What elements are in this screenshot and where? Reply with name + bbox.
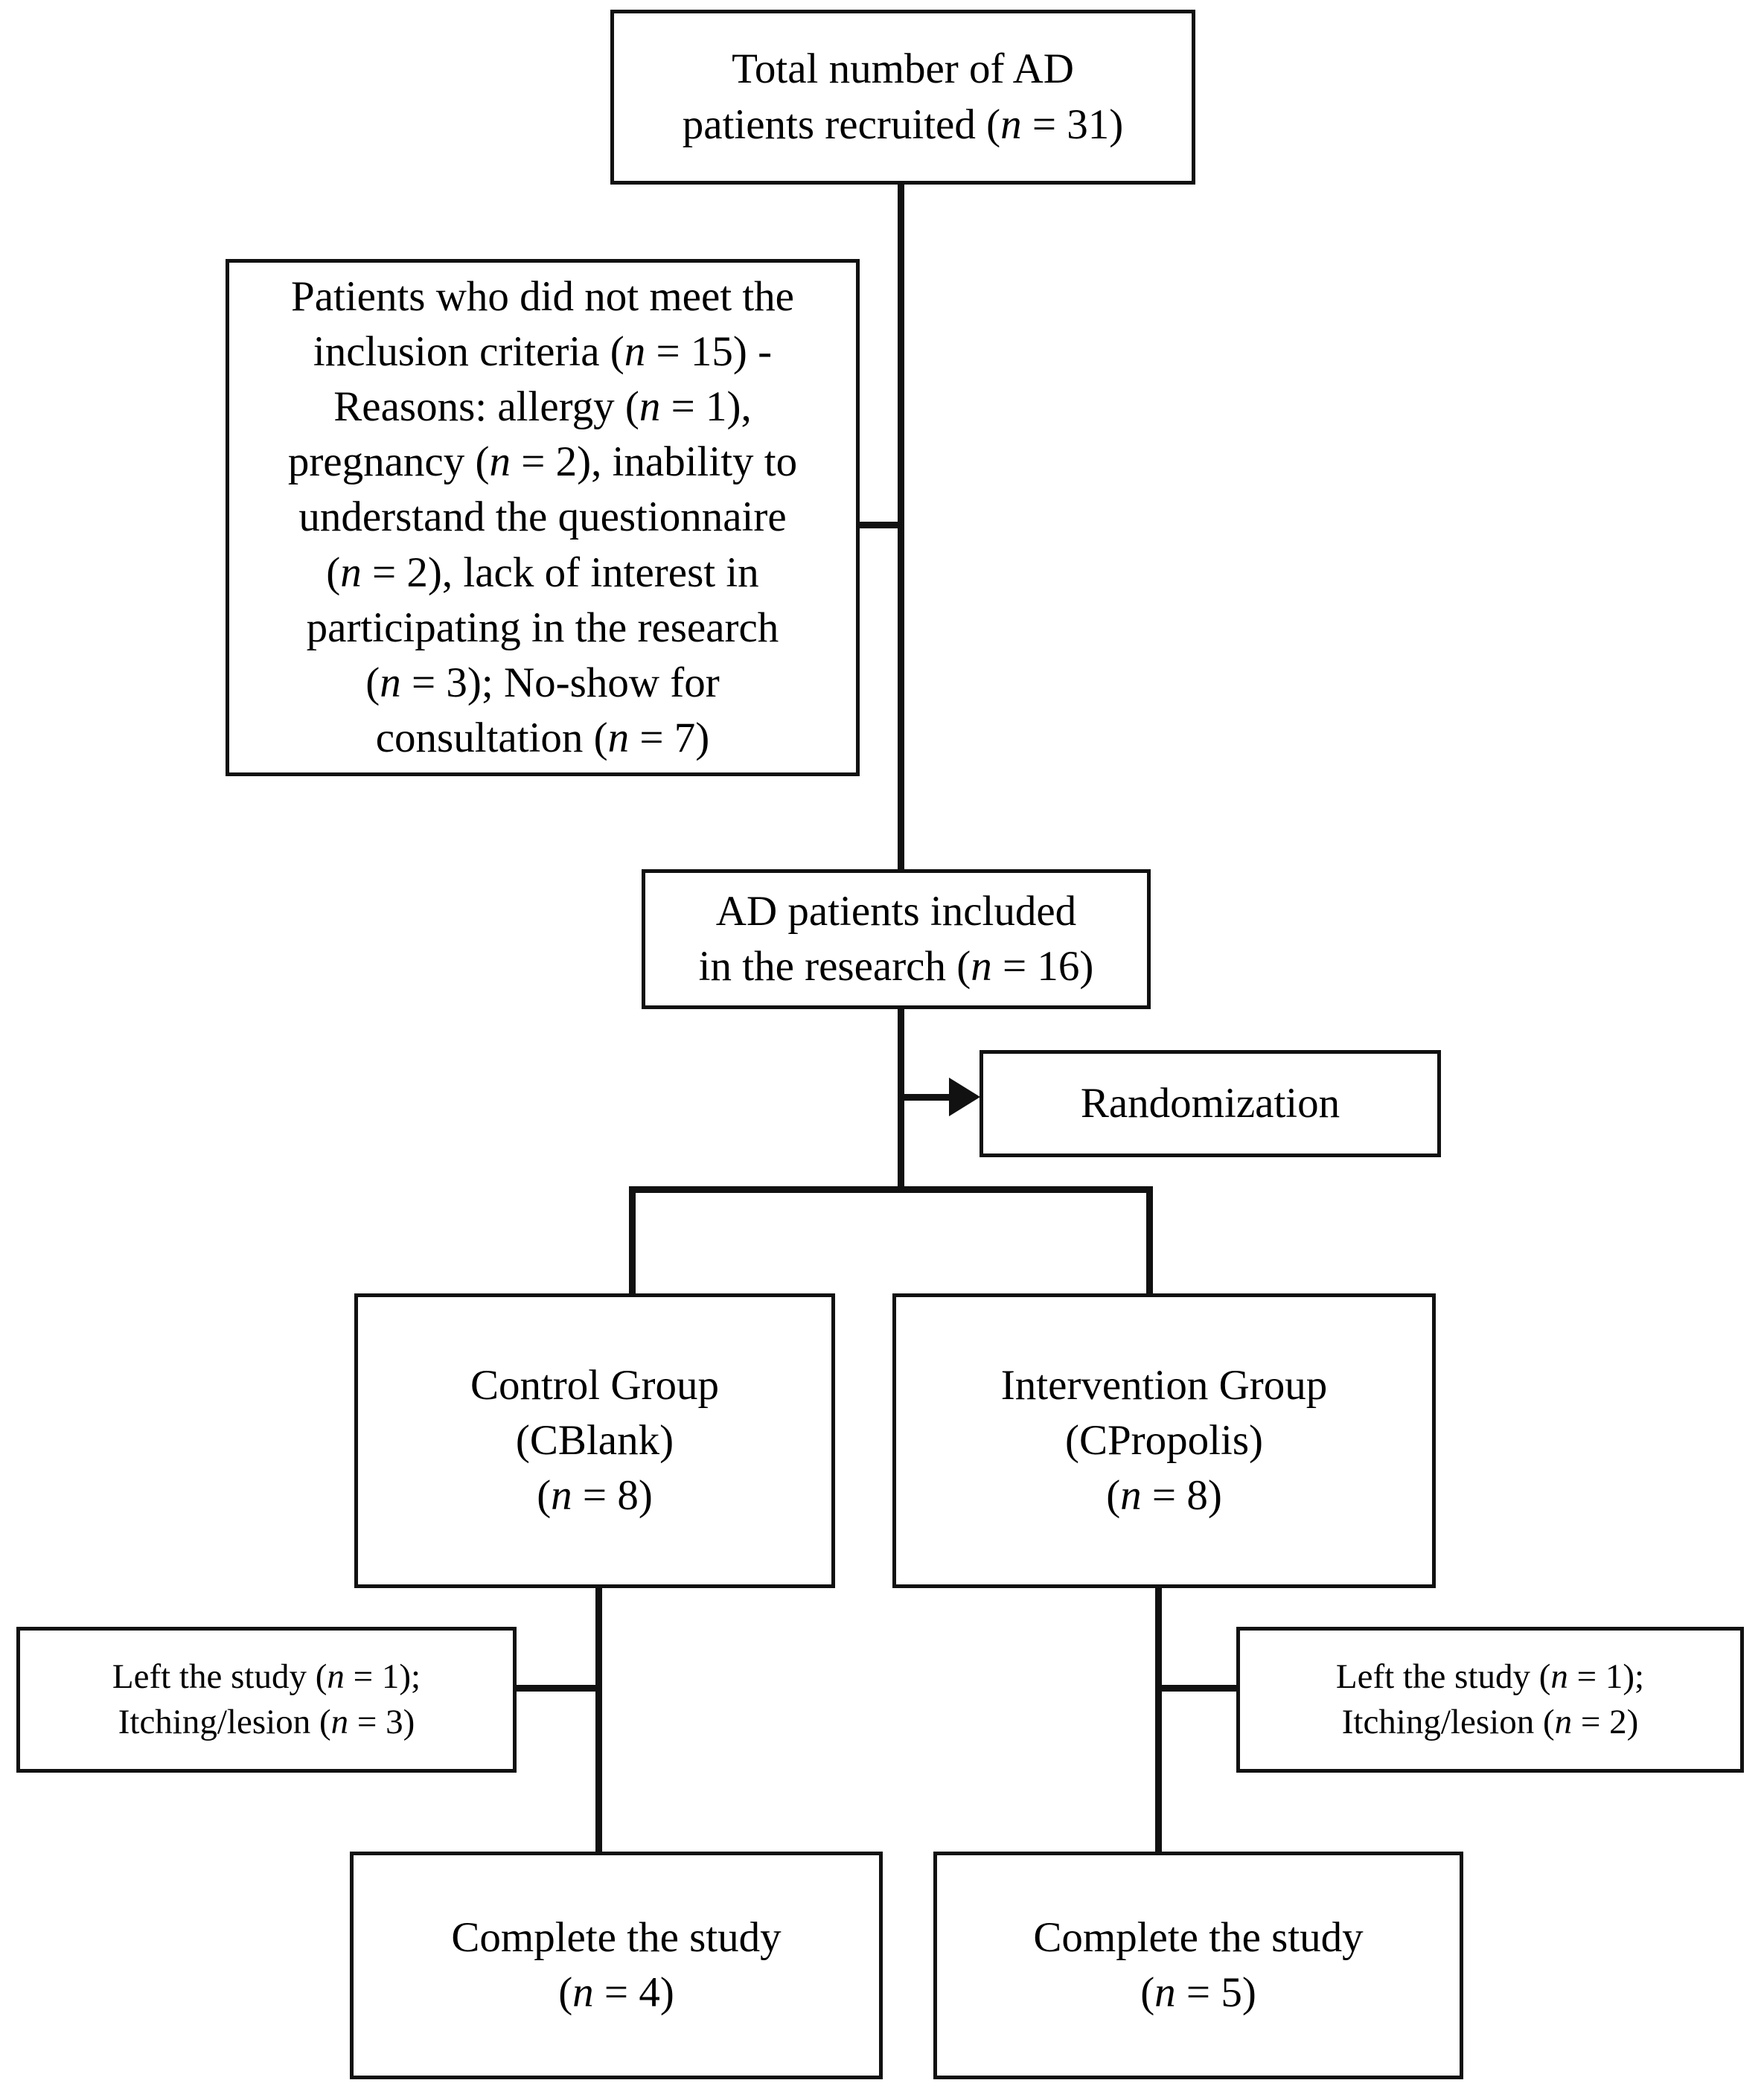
included-line-2: in the research (n = 16) <box>698 943 1094 990</box>
excluded-line-9: consultation (n = 7) <box>375 714 710 761</box>
control-group-line-2: (CBlank) <box>515 1416 674 1464</box>
connector-control-to-complete <box>595 1585 602 1855</box>
excluded-line-2: inclusion criteria (n = 15) - <box>313 328 773 376</box>
node-patients-included[interactable]: AD patients included in the research (n … <box>642 869 1151 1009</box>
included-line-1: AD patients included <box>715 887 1077 935</box>
connector-intervention-to-complete <box>1155 1585 1162 1855</box>
randomization-label: Randomization <box>1080 1079 1340 1127</box>
control-group-line-1: Control Group <box>470 1361 720 1409</box>
control-completed-line-2: (n = 4) <box>558 1969 674 2016</box>
excluded-line-8: (n = 3); No-show for <box>365 659 720 706</box>
excluded-line-7: participating in the research <box>306 604 779 651</box>
node-control-completed[interactable]: Complete the study (n = 4) <box>350 1852 883 2079</box>
intervention-group-line-1: Intervention Group <box>1000 1361 1328 1409</box>
connector-split-to-intervention <box>1146 1186 1153 1298</box>
connector-control-dropout-stub <box>514 1685 601 1692</box>
intervention-completed-line-2: (n = 5) <box>1140 1969 1256 2016</box>
intervention-dropouts-line-2: Itching/lesion (n = 2) <box>1341 1703 1639 1741</box>
total-recruited-line-1: Total number of AD <box>732 45 1074 93</box>
control-completed-line-1: Complete the study <box>451 1913 782 1961</box>
total-recruited-line-2: patients recruited (n = 31) <box>682 100 1124 148</box>
excluded-line-4: pregnancy (n = 2), inability to <box>287 438 798 486</box>
node-intervention-completed[interactable]: Complete the study (n = 5) <box>933 1852 1463 2079</box>
intervention-dropouts-line-1: Left the study (n = 1); <box>1335 1657 1645 1696</box>
control-dropouts-line-2: Itching/lesion (n = 3) <box>118 1703 415 1741</box>
excluded-line-5: understand the questionnaire <box>298 493 787 541</box>
node-control-group[interactable]: Control Group (CBlank) (n = 8) <box>354 1293 835 1588</box>
excluded-line-6: (n = 2), lack of interest in <box>326 548 759 596</box>
connector-split-to-control <box>629 1186 636 1298</box>
excluded-line-1: Patients who did not meet the <box>291 273 794 321</box>
node-intervention-group[interactable]: Intervention Group (CPropolis) (n = 8) <box>892 1293 1436 1588</box>
connector-randomization-stem <box>901 1094 953 1101</box>
connector-recruited-to-included <box>898 182 904 874</box>
intervention-completed-line-1: Complete the study <box>1033 1913 1364 1961</box>
node-excluded[interactable]: Patients who did not meet the inclusion … <box>226 259 860 776</box>
control-dropouts-line-1: Left the study (n = 1); <box>112 1657 421 1696</box>
arrowhead-randomization-icon <box>949 1078 980 1116</box>
intervention-group-line-3: (n = 8) <box>1106 1472 1222 1520</box>
connector-excluded-stub <box>854 522 901 528</box>
excluded-line-3: Reasons: allergy (n = 1), <box>333 383 752 431</box>
node-control-dropouts[interactable]: Left the study (n = 1); Itching/lesion (… <box>16 1627 517 1773</box>
control-group-line-3: (n = 8) <box>537 1472 653 1520</box>
node-intervention-dropouts[interactable]: Left the study (n = 1); Itching/lesion (… <box>1236 1627 1744 1773</box>
connector-split-bar <box>629 1186 1153 1193</box>
node-total-recruited[interactable]: Total number of AD patients recruited (n… <box>610 10 1195 185</box>
node-randomization[interactable]: Randomization <box>980 1050 1441 1157</box>
intervention-group-line-2: (CPropolis) <box>1064 1416 1264 1464</box>
connector-intervention-dropout-stub <box>1155 1685 1241 1692</box>
